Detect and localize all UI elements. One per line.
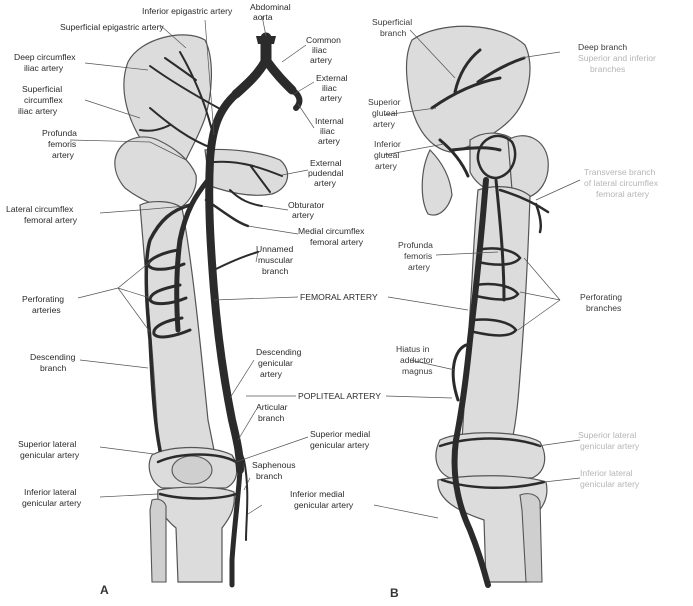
label-medial-circumflex-line2: femoral artery: [310, 237, 364, 247]
patella-a: [172, 456, 212, 484]
label-obturator-line1: Obturator: [288, 200, 324, 210]
fibula-a: [150, 499, 166, 582]
label-internal-iliac-line3: artery: [318, 136, 341, 146]
tibia-a: [158, 487, 235, 582]
label-b-transverse-line3: femoral artery: [596, 189, 650, 199]
label-b-inferior-lateral-line1: Inferior lateral: [580, 468, 633, 478]
label-profunda-line2: femoris: [48, 139, 76, 149]
label-superficial-circumflex-line2: circumflex: [24, 95, 63, 105]
label-b-hiatus-line3: magnus: [402, 366, 433, 376]
label-internal-iliac-line2: iliac: [320, 126, 336, 136]
label-inferior-lateral-line1: Inferior lateral: [24, 487, 77, 497]
ischium-b: [422, 150, 452, 215]
label-superior-medial-line1: Superior medial: [310, 429, 370, 439]
label-common-iliac-line3: artery: [310, 55, 333, 65]
label-perforating-line1: Perforating: [22, 294, 64, 304]
label-b-superior-gluteal-line3: artery: [373, 119, 396, 129]
label-inferior-epigastric: Inferior epigastric artery: [142, 6, 233, 16]
label-unnamed-line1: Unnamed: [256, 244, 293, 254]
label-external-iliac-line2: iliac: [322, 83, 338, 93]
label-saphenous-line1: Saphenous: [252, 460, 296, 470]
label-b-inferior-gluteal-line1: Inferior: [374, 139, 401, 149]
label-b-hiatus-line2: adductor: [400, 355, 434, 365]
label-b-hiatus-line1: Hiatus in: [396, 344, 430, 354]
label-b-superior-gluteal-line1: Superior: [368, 97, 401, 107]
label-external-iliac-line3: artery: [320, 93, 343, 103]
label-common-iliac-line1: Common: [306, 35, 341, 45]
label-superior-lateral-line1: Superior lateral: [18, 439, 76, 449]
label-saphenous-line2: branch: [256, 471, 282, 481]
label-b-superior-lateral-line2: genicular artery: [580, 441, 640, 451]
label-deep-circumflex-line2: iliac artery: [24, 63, 64, 73]
label-b-superior-branches-line1: Superior and inferior: [578, 53, 656, 63]
label-b-superficial-branch-line2: branch: [380, 28, 406, 38]
label-perforating-line2: arteries: [32, 305, 61, 315]
label-inferior-lateral-line2: genicular artery: [22, 498, 82, 508]
label-lateral-circumflex-line1: Lateral circumflex: [6, 204, 74, 214]
panel-b-illustration: [407, 26, 549, 585]
label-superior-lateral-line2: genicular artery: [20, 450, 80, 460]
label-abdominal-aorta-line1: Abdominal: [250, 2, 291, 12]
label-articular-line1: Articular: [256, 402, 288, 412]
label-unnamed-line3: branch: [262, 266, 288, 276]
label-femoral-artery: FEMORAL ARTERY: [300, 292, 378, 302]
label-b-perforating-line2: branches: [586, 303, 621, 313]
label-profunda-line1: Profunda: [42, 128, 77, 138]
panel-a-illustration: [115, 35, 300, 585]
label-articular-line2: branch: [258, 413, 284, 423]
label-external-iliac-line1: External: [316, 73, 348, 83]
label-superior-medial-line2: genicular artery: [310, 440, 370, 450]
label-b-profunda-line3: artery: [408, 262, 431, 272]
aorta-cap-a: [256, 36, 276, 44]
label-descending-branch-line2: branch: [40, 363, 66, 373]
label-b-perforating-line1: Perforating: [580, 292, 622, 302]
label-superficial-circumflex-line1: Superficial: [22, 84, 62, 94]
common-iliac-left-a: [236, 60, 266, 94]
label-internal-iliac-line1: Internal: [315, 116, 344, 126]
label-obturator-line2: artery: [292, 210, 315, 220]
label-inferior-medial-line1: Inferior medial: [290, 489, 345, 499]
popliteal-artery-a: [232, 470, 240, 585]
label-descending-branch-line1: Descending: [30, 352, 76, 362]
label-b-inferior-gluteal-line2: gluteal: [374, 150, 399, 160]
label-b-transverse-line1: Transverse branch: [584, 167, 656, 177]
label-external-pudendal-line2: pudendal: [308, 168, 343, 178]
label-b-superior-branches-line2: branches: [590, 64, 625, 74]
label-lateral-circumflex-line2: femoral artery: [24, 215, 78, 225]
label-b-inferior-lateral-line2: genicular artery: [580, 479, 640, 489]
label-descending-genicular-line2: genicular: [258, 358, 293, 368]
label-inferior-medial-line2: genicular artery: [294, 500, 354, 510]
label-external-pudendal-line1: External: [310, 158, 342, 168]
label-popliteal-artery: POPLITEAL ARTERY: [298, 391, 381, 401]
label-abdominal-aorta-line2: aorta: [253, 12, 273, 22]
muscular-branch-a: [214, 252, 258, 270]
label-descending-genicular-line3: artery: [260, 369, 283, 379]
label-external-pudendal-line3: artery: [314, 178, 337, 188]
label-b-superior-lateral-line1: Superior lateral: [578, 430, 636, 440]
label-b-inferior-gluteal-line3: artery: [375, 161, 398, 171]
panel-b-caption: B: [390, 586, 399, 600]
label-superficial-circumflex-line3: iliac artery: [18, 106, 58, 116]
label-b-deep-branch: Deep branch: [578, 42, 627, 52]
label-unnamed-line2: muscular: [258, 255, 293, 265]
label-b-superior-gluteal-line2: gluteal: [372, 108, 397, 118]
label-b-superficial-branch-line1: Superficial: [372, 17, 412, 27]
common-iliac-right-a: [266, 60, 292, 90]
label-descending-genicular-line1: Descending: [256, 347, 302, 357]
label-b-transverse-line2: of lateral circumflex: [584, 178, 659, 188]
label-superficial-epigastric: Superficial epigastric artery: [60, 22, 164, 32]
label-common-iliac-line2: iliac: [312, 45, 328, 55]
label-b-profunda-line1: Profunda: [398, 240, 433, 250]
label-medial-circumflex-line1: Medial circumflex: [298, 226, 365, 236]
label-deep-circumflex-line1: Deep circumflex: [14, 52, 76, 62]
label-profunda-line3: artery: [52, 150, 75, 160]
label-b-profunda-line2: femoris: [404, 251, 432, 261]
panel-a-caption: A: [100, 583, 109, 597]
